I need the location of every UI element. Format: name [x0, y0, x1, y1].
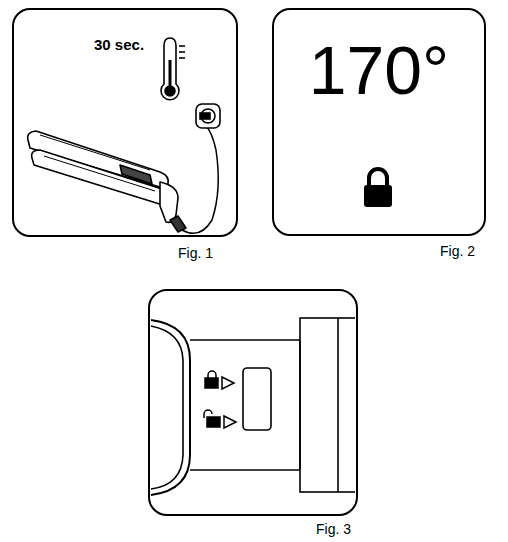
- lock-icon: [364, 169, 392, 207]
- straightener: [28, 131, 186, 232]
- switch-housing: [151, 318, 355, 495]
- time-label: 30 sec.: [94, 36, 144, 53]
- unlock-symbol: [204, 410, 236, 428]
- figure-frame: 30 sec.: [12, 8, 238, 237]
- power-cord: [182, 126, 218, 233]
- figure-label: Fig. 1: [178, 245, 213, 261]
- figure-label: Fig. 2: [440, 243, 475, 259]
- wall-outlet: [196, 104, 220, 128]
- lock-symbol: [205, 371, 234, 389]
- figure-frame: 170°: [272, 8, 486, 236]
- figure-label: Fig. 3: [316, 521, 351, 537]
- temperature-readout: 170°: [274, 32, 484, 109]
- thermometer-icon: [161, 38, 185, 100]
- figure-frame: [149, 290, 357, 515]
